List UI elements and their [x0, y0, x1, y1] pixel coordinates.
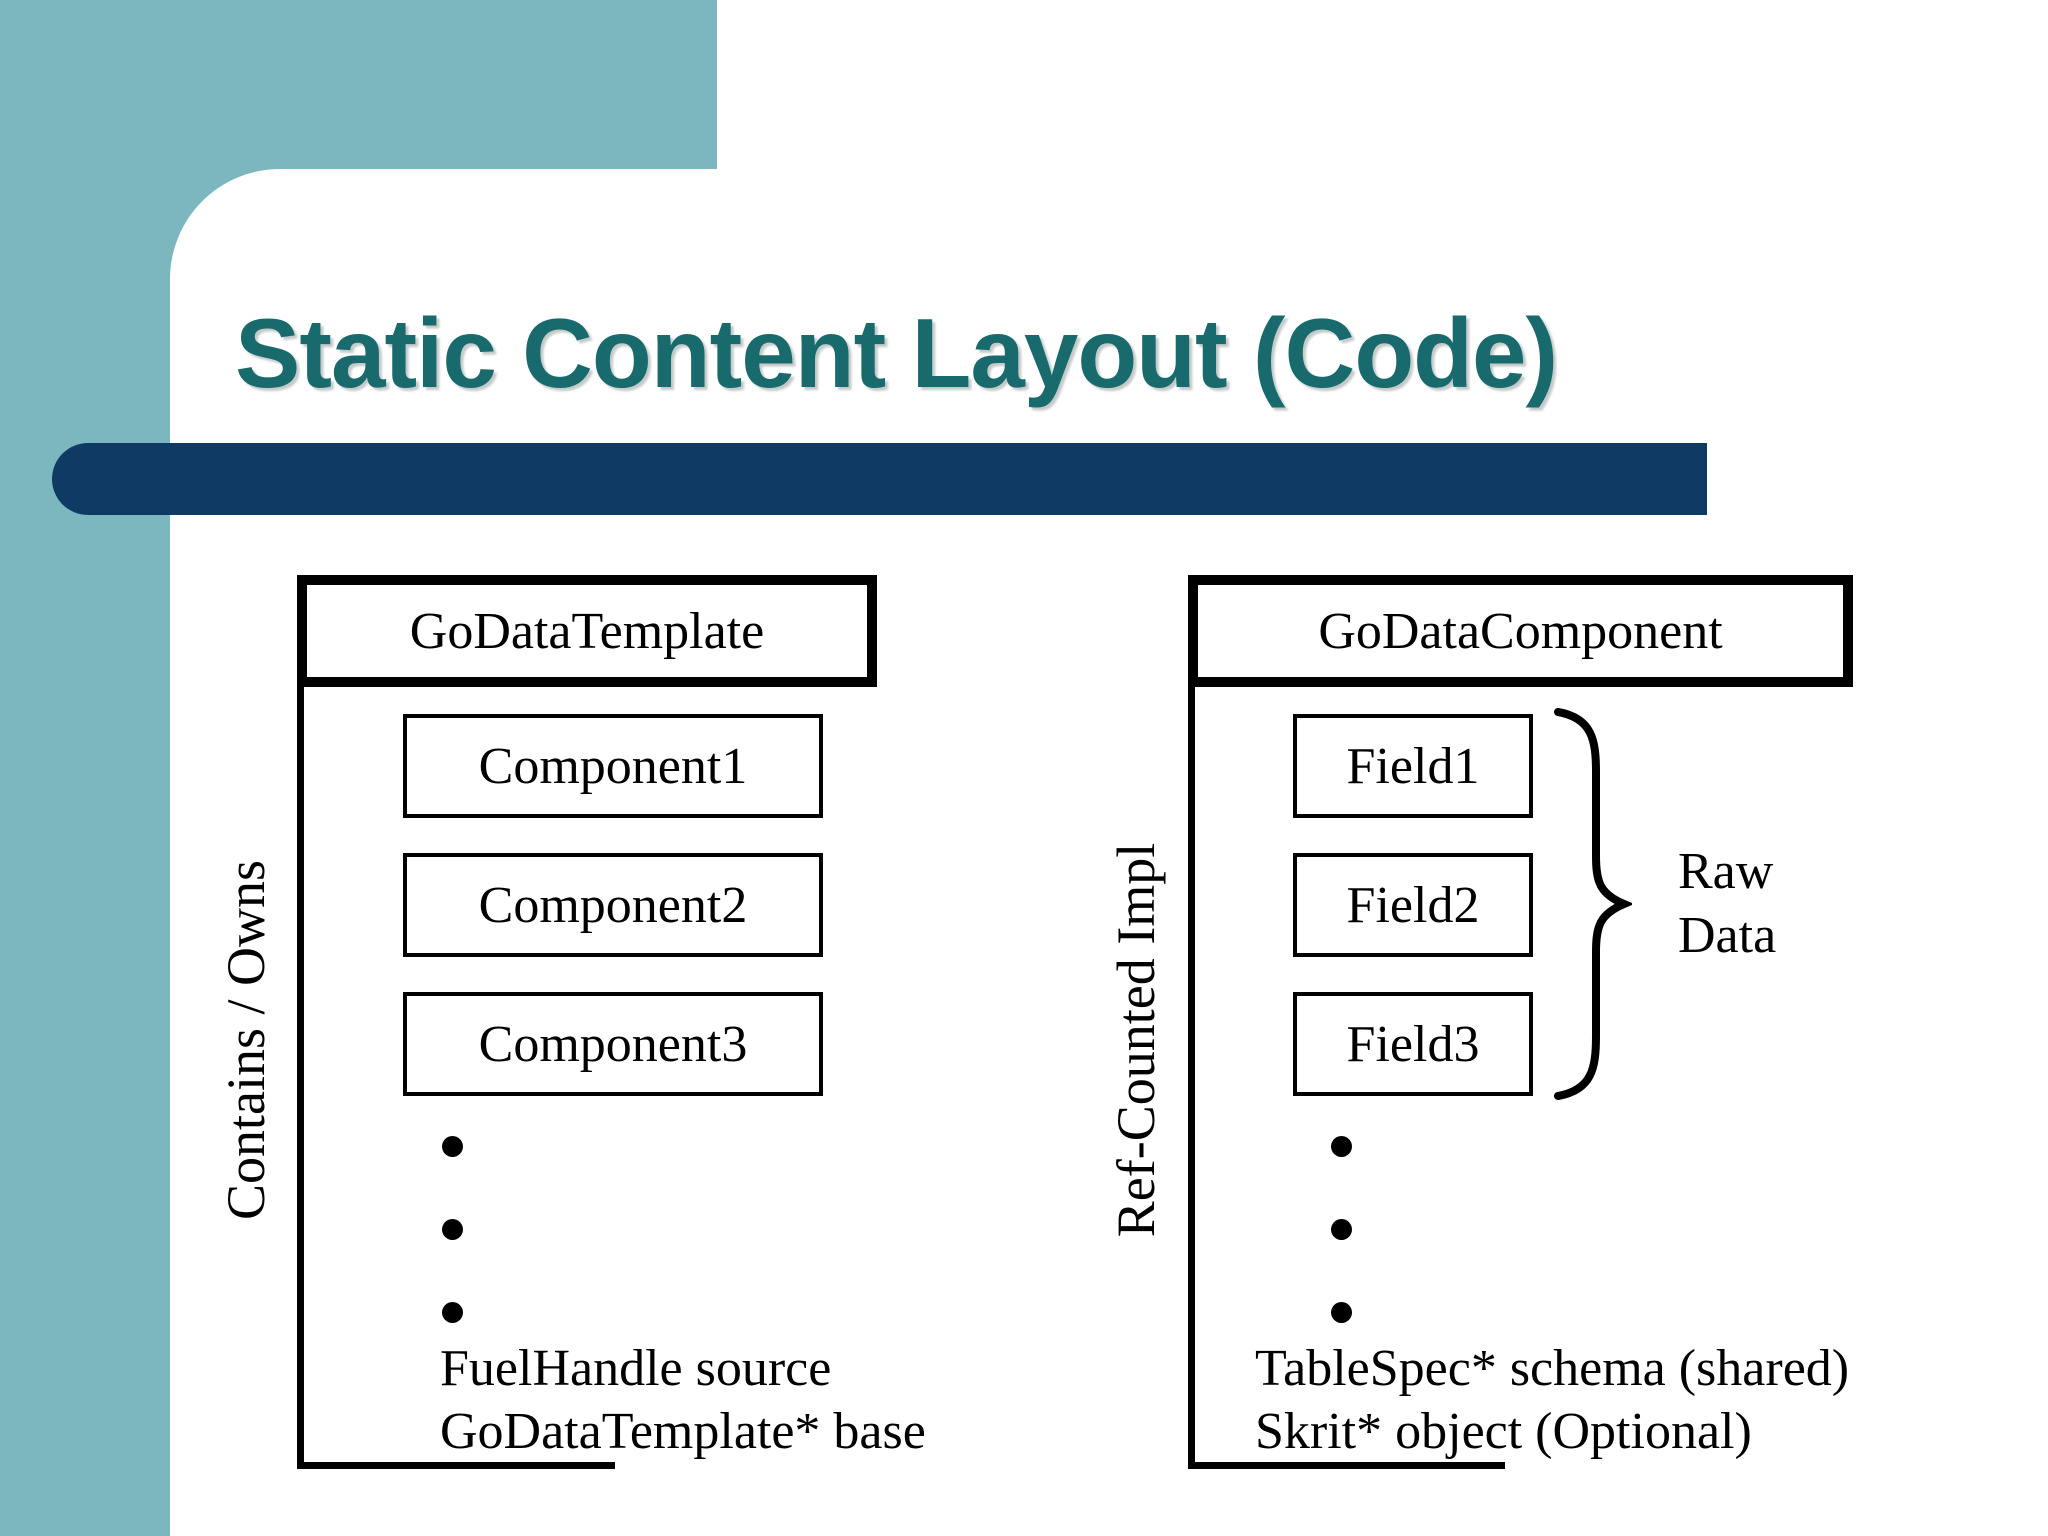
- godatatemplate-members: FuelHandle source GoDataTemplate* base: [440, 1337, 926, 1463]
- ellipsis-dot: [442, 1219, 463, 1240]
- field3-box: Field3: [1293, 992, 1533, 1096]
- raw-data-line: Raw: [1678, 843, 1774, 900]
- member-line: Skrit* object (Optional): [1255, 1403, 1752, 1460]
- godatacomponent-members: TableSpec* schema (shared) Skrit* object…: [1255, 1337, 1849, 1463]
- member-line: FuelHandle source: [440, 1340, 832, 1397]
- field1-box: Field1: [1293, 714, 1533, 818]
- left-bracket-bottom-line: [297, 1462, 615, 1469]
- raw-data-label: Raw Data: [1678, 840, 1776, 968]
- component3-box: Component3: [403, 992, 823, 1096]
- ellipsis-dot: [1331, 1219, 1352, 1240]
- field3-label: Field3: [1346, 1015, 1480, 1073]
- teal-sidebar: [0, 0, 170, 1536]
- left-bracket-vertical-line: [297, 680, 304, 1469]
- right-bracket-vertical-line: [1188, 680, 1195, 1469]
- ellipsis-dot: [442, 1136, 463, 1157]
- component3-label: Component3: [478, 1015, 748, 1073]
- field2-label: Field2: [1346, 876, 1480, 934]
- title-underline-bar: [52, 443, 1707, 515]
- ellipsis-dot: [1331, 1136, 1352, 1157]
- godatacomponent-title: GoDataComponent: [1318, 602, 1723, 660]
- ref-counted-impl-label: Ref-Counted Impl: [1106, 842, 1166, 1238]
- member-line: GoDataTemplate* base: [440, 1403, 926, 1460]
- component2-box: Component2: [403, 853, 823, 957]
- right-bracket-bottom-line: [1188, 1462, 1505, 1469]
- raw-data-line: Data: [1678, 907, 1777, 964]
- godatatemplate-title: GoDataTemplate: [409, 602, 765, 660]
- component2-label: Component2: [478, 876, 748, 934]
- field2-box: Field2: [1293, 853, 1533, 957]
- component1-box: Component1: [403, 714, 823, 818]
- curly-brace-icon: [1554, 708, 1632, 1100]
- page-title: Static Content Layout (Code): [235, 298, 1558, 408]
- member-line: TableSpec* schema (shared): [1255, 1340, 1850, 1397]
- ellipsis-dot: [442, 1302, 463, 1323]
- field1-label: Field1: [1346, 737, 1480, 795]
- ellipsis-dot: [1331, 1302, 1352, 1323]
- content-panel: [170, 169, 2048, 1536]
- contains-owns-label: Contains / Owns: [216, 859, 276, 1221]
- component1-label: Component1: [478, 737, 748, 795]
- godatatemplate-title-box: GoDataTemplate: [297, 575, 877, 687]
- godatacomponent-title-box: GoDataComponent: [1188, 575, 1853, 687]
